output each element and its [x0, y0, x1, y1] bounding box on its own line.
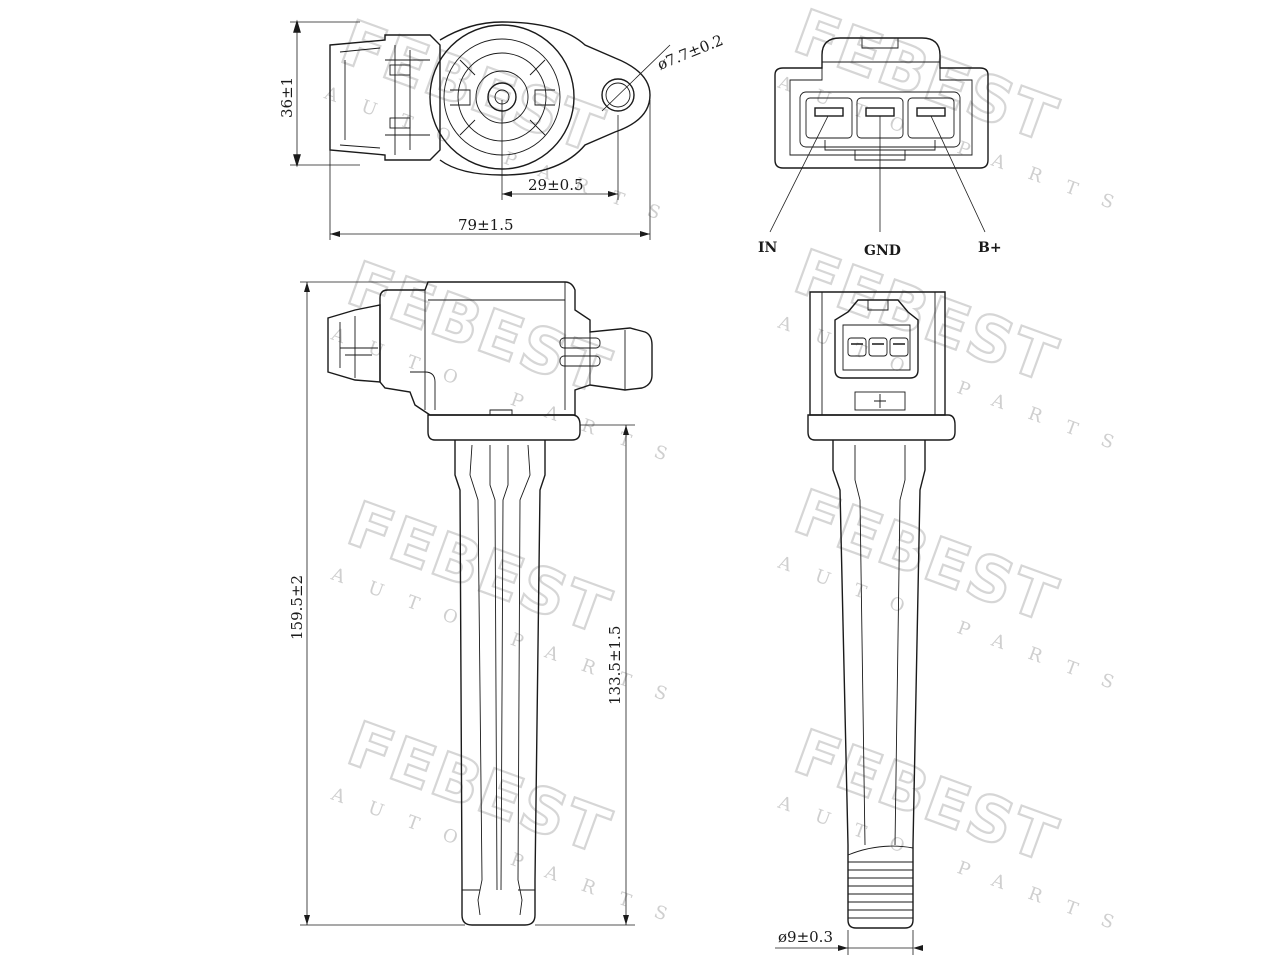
pin-label-in: IN	[758, 240, 778, 256]
pin-label-gnd: GND	[864, 243, 901, 259]
pin-label-b-plus: B+	[978, 240, 1002, 256]
side-view-dimensions: 159.5±2 133.5±1.5	[288, 281, 635, 926]
top-view-dimensions: 36±1 ø7.7±0.2 29±0.5 79±1.5	[278, 19, 726, 240]
watermark-layer: FEBEST AUTO PARTS FEBEST AUTO PARTS FEBE…	[321, 0, 1141, 942]
dim-hole-diameter: ø7.7±0.2	[655, 31, 726, 74]
front-view	[807, 291, 956, 929]
side-view	[327, 281, 653, 926]
dim-shaft-length: 133.5±1.5	[606, 626, 624, 705]
dim-tip-diameter: ø9±0.3	[778, 928, 833, 946]
front-view-dimensions: ø9±0.3	[775, 928, 923, 955]
dim-hole-offset: 29±0.5	[528, 176, 584, 194]
dim-total-length: 159.5±2	[288, 575, 306, 640]
connector-view: IN GND B+	[758, 37, 1002, 259]
dim-width: 79±1.5	[458, 216, 514, 234]
dim-height-top: 36±1	[278, 77, 296, 118]
